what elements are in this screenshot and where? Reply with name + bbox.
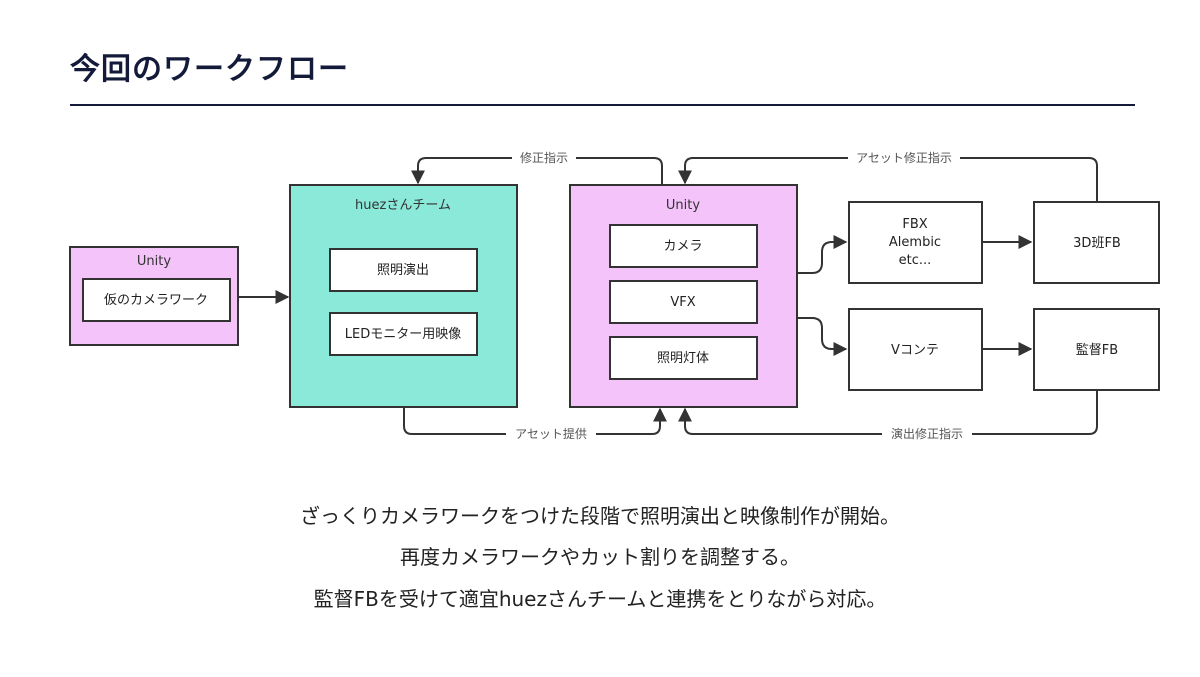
node-director-fb-box xyxy=(1033,308,1160,391)
node-led-monitor-video-label: LEDモニター用映像 xyxy=(345,327,461,342)
node-director-fb-label: 監督FB xyxy=(1076,342,1118,358)
arrow-unity-to-fbx xyxy=(797,235,848,274)
node-lighting-direction-label: 照明演出 xyxy=(377,262,429,278)
node-fbx-line-2: Alembic xyxy=(889,235,941,250)
node-camera-box xyxy=(609,224,758,268)
node-3d-team-fb: 3D班FB xyxy=(1033,201,1160,284)
node-camera-label: カメラ xyxy=(663,239,702,254)
node-camera-work-temp-box xyxy=(82,278,231,322)
edge-label-bg xyxy=(882,426,972,442)
edge-labels: 修正指示 アセット修正指示 アセット提供 演出修正指示 xyxy=(506,150,972,442)
node-lighting-fixture-label: 照明灯体 xyxy=(657,351,709,366)
edge-label-bg xyxy=(506,426,596,442)
node-fbx-box xyxy=(848,201,983,284)
node-unity-left: Unity 仮のカメラワーク xyxy=(69,246,239,346)
node-vconte-box xyxy=(848,308,983,391)
node-huez-team-title: huezさんチーム xyxy=(355,198,451,213)
edge-label-direction-fix-instruction: 演出修正指示 xyxy=(891,426,963,441)
node-3d-team-fb-label: 3D班FB xyxy=(1073,236,1121,251)
title-divider xyxy=(70,104,1135,106)
node-led-monitor-video-box xyxy=(329,312,478,356)
node-fbx-line-1: FBX xyxy=(902,217,927,232)
node-lighting-direction-box xyxy=(329,248,478,292)
node-huez-team-box xyxy=(289,184,518,408)
node-vfx-box xyxy=(609,280,758,324)
node-3d-team-fb-box xyxy=(1033,201,1160,284)
description-line-3: 監督FBを受けて適宜huezさんチームと連携をとりながら対応。 xyxy=(313,587,887,611)
node-lighting-fixture-box xyxy=(609,336,758,380)
edge-label-asset-fix-instruction: アセット修正指示 xyxy=(856,150,952,165)
node-fbx-line-3: etc... xyxy=(899,253,932,268)
node-vconte: Vコンテ xyxy=(848,308,983,391)
description-line-1: ざっくりカメラワークをつけた段階で照明演出と映像制作が開始。 xyxy=(300,504,900,528)
node-fbx: FBX Alembic etc... xyxy=(848,201,983,284)
node-unity-main: Unity カメラ VFX 照明灯体 xyxy=(569,184,798,408)
workflow-diagram: 修正指示 アセット修正指示 アセット提供 演出修正指示 Unity 仮のカメラワ… xyxy=(69,150,1160,442)
node-director-fb: 監督FB xyxy=(1033,308,1160,391)
edge-label-asset-provision: アセット提供 xyxy=(515,426,587,441)
node-unity-main-title: Unity xyxy=(666,198,700,213)
node-vfx-label: VFX xyxy=(670,295,695,310)
edge-label-bg xyxy=(848,150,960,166)
description-line-2: 再度カメラワークやカット割りを調整する。 xyxy=(400,545,800,569)
arrow-unity-to-vconte xyxy=(797,317,848,356)
node-huez-team: huezさんチーム 照明演出 LEDモニター用映像 xyxy=(289,184,518,408)
node-unity-left-title: Unity xyxy=(137,254,171,269)
edge-label-fix-instruction: 修正指示 xyxy=(520,150,568,165)
edge-label-bg xyxy=(512,150,576,166)
node-camera-work-temp-label: 仮のカメラワーク xyxy=(104,293,208,308)
page-title: 今回のワークフロー xyxy=(70,52,349,87)
node-vconte-label: Vコンテ xyxy=(891,343,939,358)
